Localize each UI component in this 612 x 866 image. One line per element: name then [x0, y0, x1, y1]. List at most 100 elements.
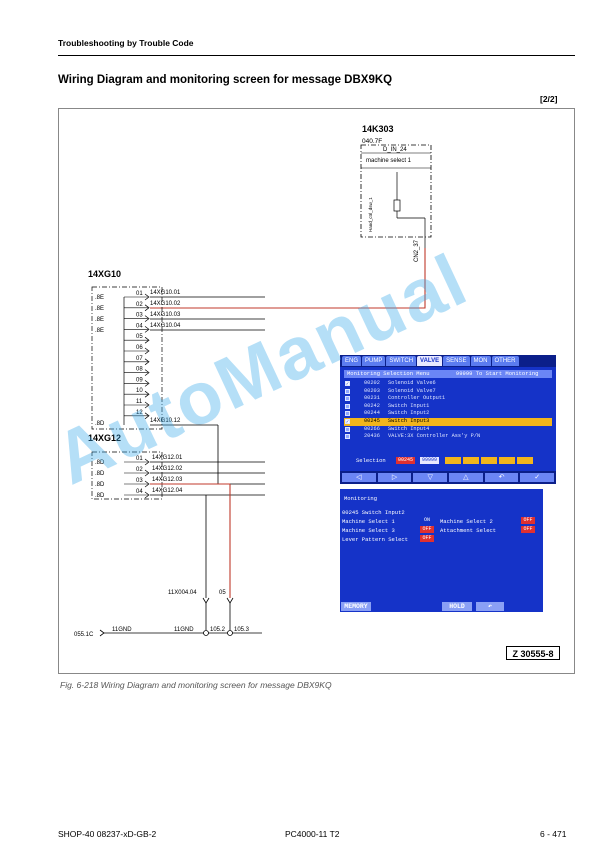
monitor-value-off: OFF [420, 526, 434, 533]
page-title: Wiring Diagram and monitoring screen for… [58, 74, 393, 86]
monitoring-item: 00245 Switch Input2 [342, 509, 405, 516]
signal-wire-red [150, 248, 426, 309]
row-code: 00231 [364, 395, 380, 402]
pin-contact [144, 293, 150, 301]
conn1-name: 14XG10 [88, 269, 121, 279]
pin-contact [144, 336, 150, 344]
tab-other[interactable]: OTHER [491, 356, 519, 366]
right-arrow-key[interactable]: ▷ [377, 473, 412, 482]
conn2-wire-label: 14XG12.03 [152, 477, 183, 483]
checkbox[interactable] [345, 388, 350, 394]
pin-number: 06 [136, 345, 143, 351]
pin-contact [144, 412, 150, 420]
pin-contact [144, 380, 150, 387]
conn2-box [91, 451, 163, 500]
controller-connector: CN2_37 [414, 239, 420, 262]
ground-ref: 055.1C [74, 632, 94, 638]
pin-contact [144, 315, 150, 322]
row-name: Switch Input3 [388, 417, 430, 424]
pin-number: 03 [136, 313, 143, 319]
selection-row[interactable]: 20436 VALVE:3X Controller Ass'y P/N [344, 433, 552, 441]
selection-row[interactable]: ✓ 00245 Switch Input3 [344, 417, 552, 426]
checkbox[interactable] [345, 434, 350, 440]
tab-switch[interactable]: SWITCH [386, 356, 417, 366]
conn2-side: .8D [95, 493, 105, 499]
controller-function: machine select 1 [366, 158, 412, 164]
pin-number: 05 [136, 334, 143, 340]
back-button[interactable]: ↶ [476, 602, 504, 611]
controller-version: 040.7F [362, 138, 382, 145]
conn2-wire-label: 14XG12.01 [152, 455, 183, 461]
row-name: Switch Input2 [388, 410, 430, 417]
row-code: 00266 [364, 425, 380, 432]
selection-slot[interactable] [481, 457, 497, 464]
pin-contact [144, 304, 150, 312]
confirm-key[interactable]: ✓ [520, 473, 555, 482]
pin-contact [144, 401, 150, 409]
back-key[interactable]: ↶ [484, 473, 519, 482]
checkbox[interactable] [345, 426, 350, 432]
selection-row[interactable]: 00242 Switch Input1 [344, 403, 552, 411]
conn2-side: .8D [95, 460, 105, 466]
monitoring-title: Monitoring [344, 495, 378, 502]
conn1-wire-label: 14XG10.02 [150, 301, 181, 307]
checkbox[interactable] [345, 411, 350, 417]
monitoring-screen: Monitoring 00245 Switch Input2 Machine S… [340, 489, 543, 612]
conn2-name: 14XG12 [88, 433, 121, 443]
conn2-wire-label: 14XG12.02 [152, 466, 183, 472]
row-code: 20436 [364, 433, 380, 440]
pin-number: 01 [136, 456, 143, 462]
monitor-label: Machine Select 2 [440, 518, 493, 525]
pin-number: 10 [136, 388, 143, 394]
pin-number: 08 [136, 367, 143, 373]
selection-slot[interactable] [463, 457, 479, 464]
section-header: Troubleshooting by Trouble Code [58, 38, 194, 48]
selection-slot[interactable] [499, 457, 515, 464]
monitor-label: Lever Pattern Select [342, 536, 409, 543]
down-arrow-key[interactable]: ▽ [413, 473, 448, 482]
hold-button[interactable]: HOLD [442, 602, 472, 611]
pin-contact [144, 369, 150, 376]
pin-number: 09 [136, 377, 143, 383]
row-name: Solenoid Valve7 [388, 387, 436, 394]
monitor-label: Attachment Select [440, 527, 497, 534]
tab-valve[interactable]: VALVE [417, 356, 443, 366]
checkbox-checked[interactable]: ✓ [345, 418, 350, 425]
tab-eng[interactable]: ENG [342, 356, 362, 366]
row-name: Controller Output1 [388, 395, 446, 402]
selection-code2[interactable]: 99999 [420, 457, 440, 464]
selection-slot[interactable] [445, 457, 461, 464]
row-code: 00202 [364, 380, 380, 386]
pin-number: 04 [136, 323, 143, 329]
selection-slot[interactable] [517, 457, 533, 464]
left-arrow-key[interactable]: ◁ [342, 473, 376, 482]
monitor-label: Machine Select 3 [342, 527, 395, 534]
conn2-wire-label: 14XG12.04 [152, 488, 183, 494]
monitor-value-off: OFF [521, 517, 535, 524]
checkbox[interactable] [345, 396, 350, 402]
row-code: 00245 [364, 417, 380, 424]
monitor-value-off: OFF [420, 535, 434, 542]
conn1-side: .8E [95, 306, 104, 312]
row-name: VALVE:3X Controller Ass'y P/N [388, 433, 481, 440]
checkbox-checked[interactable]: ✓ [345, 381, 350, 387]
tab-pump[interactable]: PUMP [362, 356, 386, 366]
row-name: Switch Input1 [388, 402, 430, 409]
checkbox[interactable] [345, 403, 350, 409]
memory-button[interactable]: MEMORY [341, 602, 371, 611]
selection-row[interactable]: 00231 Controller Output1 [344, 395, 552, 403]
up-arrow-key[interactable]: △ [449, 473, 483, 482]
tab-mon[interactable]: MON [470, 356, 491, 366]
tab-sense[interactable]: SENSE [443, 356, 470, 366]
pin-contact [144, 390, 150, 398]
pin-contact [144, 480, 150, 488]
selection-code-input[interactable]: 00245 [396, 457, 416, 464]
row-code: 00242 [364, 402, 380, 409]
